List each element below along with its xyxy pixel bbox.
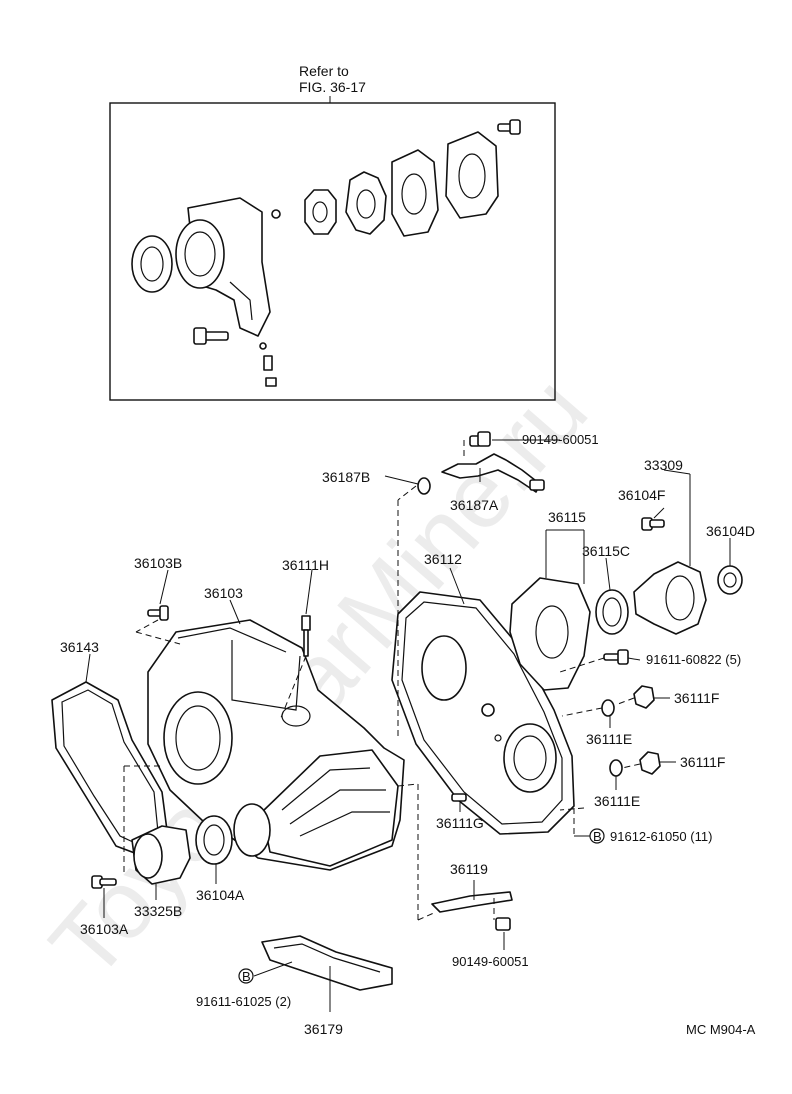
- label-36104F: 36104F: [618, 487, 665, 503]
- oil-pipe-36187A: [441, 453, 545, 493]
- label-36179: 36179: [304, 1021, 343, 1037]
- bolt-90149-bottom: [495, 917, 511, 931]
- inset-cap-bolt: [497, 119, 521, 135]
- label-90149-60051-bottom: 90149-60051: [452, 954, 529, 969]
- refer-inset: Refer to FIG. 36-17: [109, 63, 556, 401]
- flange-33309: [633, 561, 707, 635]
- inset-pump-cover: [391, 149, 439, 237]
- label-36111E-b: 36111E: [594, 793, 640, 809]
- label-36104A: 36104A: [196, 887, 245, 903]
- label-36115C: 36115C: [582, 543, 630, 559]
- inset-drive-gear: [304, 189, 337, 235]
- bolt-marker-b-1: B: [589, 828, 605, 844]
- oil-seal-36115C: [595, 589, 629, 635]
- label-33325B: 33325B: [134, 903, 182, 919]
- inset-plug: [265, 377, 277, 387]
- label-33309: 33309: [644, 457, 683, 473]
- bolt-36103B: [147, 605, 169, 621]
- washer-36111E-b: [609, 759, 623, 777]
- case-housing-36103: [147, 619, 405, 871]
- label-36111H: 36111H: [282, 557, 329, 573]
- label-36103B: 36103B: [134, 555, 182, 571]
- inset-pump-body: [175, 197, 271, 337]
- inset-bolt: [193, 327, 229, 345]
- refer-label-line1: Refer to: [299, 63, 349, 79]
- label-91612-61050: 91612-61050 (11): [610, 829, 712, 844]
- refer-label-line2: FIG. 36-17: [299, 79, 366, 95]
- bolt-91611-60822: [603, 649, 629, 665]
- washer-36111E-a: [601, 699, 615, 717]
- label-36103: 36103: [204, 585, 243, 601]
- inset-spring: [263, 355, 273, 371]
- label-36111F-a: 36111F: [674, 690, 719, 706]
- label-36119: 36119: [450, 861, 488, 877]
- plug-36104D: [717, 565, 743, 595]
- seal-36104A: [195, 815, 233, 865]
- label-90149-60051-top: 90149-60051: [522, 432, 599, 447]
- bolt-90149-top: [469, 431, 491, 447]
- label-36112: 36112: [424, 551, 462, 567]
- bolt-36103A: [91, 875, 117, 889]
- label-36115: 36115: [548, 509, 586, 525]
- label-36104D: 36104D: [706, 523, 755, 539]
- stud-36111H: [301, 615, 311, 657]
- bracket-36119: [431, 891, 513, 913]
- inset-small-ball: [259, 342, 267, 350]
- inset-ball: [271, 209, 281, 219]
- svg-text:B: B: [593, 829, 602, 844]
- label-91611-61025: 91611-61025 (2): [196, 994, 291, 1009]
- svg-text:B: B: [242, 969, 251, 984]
- label-36111F-b: 36111F: [680, 754, 725, 770]
- o-ring-36187B: [417, 477, 431, 495]
- inset-driven-rotor: [345, 171, 387, 235]
- case-cover-36112: [391, 591, 575, 835]
- inset-pump-plate: [445, 131, 499, 219]
- nut-36111F-b: [639, 751, 661, 775]
- label-36187A: 36187A: [450, 497, 499, 513]
- seal-33325B: [131, 825, 191, 885]
- extension-housing-36115: [509, 577, 591, 691]
- label-36111E-a: 36111E: [586, 731, 632, 747]
- label-91611-60822: 91611-60822 (5): [646, 652, 741, 667]
- leader-lines: [85, 439, 731, 1012]
- label-36143: 36143: [60, 639, 99, 655]
- label-36187B: 36187B: [322, 469, 370, 485]
- protector-36179: [261, 935, 393, 991]
- nut-36111F-a: [633, 685, 655, 709]
- bolt-marker-b-2: B: [238, 968, 254, 984]
- label-36111G: 36111G: [436, 815, 484, 831]
- figure-code: MC M904-A: [686, 1022, 756, 1037]
- inset-oil-seal: [131, 235, 173, 293]
- bolt-36104F: [641, 517, 665, 531]
- stud-36111G: [451, 793, 467, 802]
- label-36103A: 36103A: [80, 921, 129, 937]
- part-labels: 90149-60051 36187B 36187A 33309 36104F 3…: [60, 432, 755, 1037]
